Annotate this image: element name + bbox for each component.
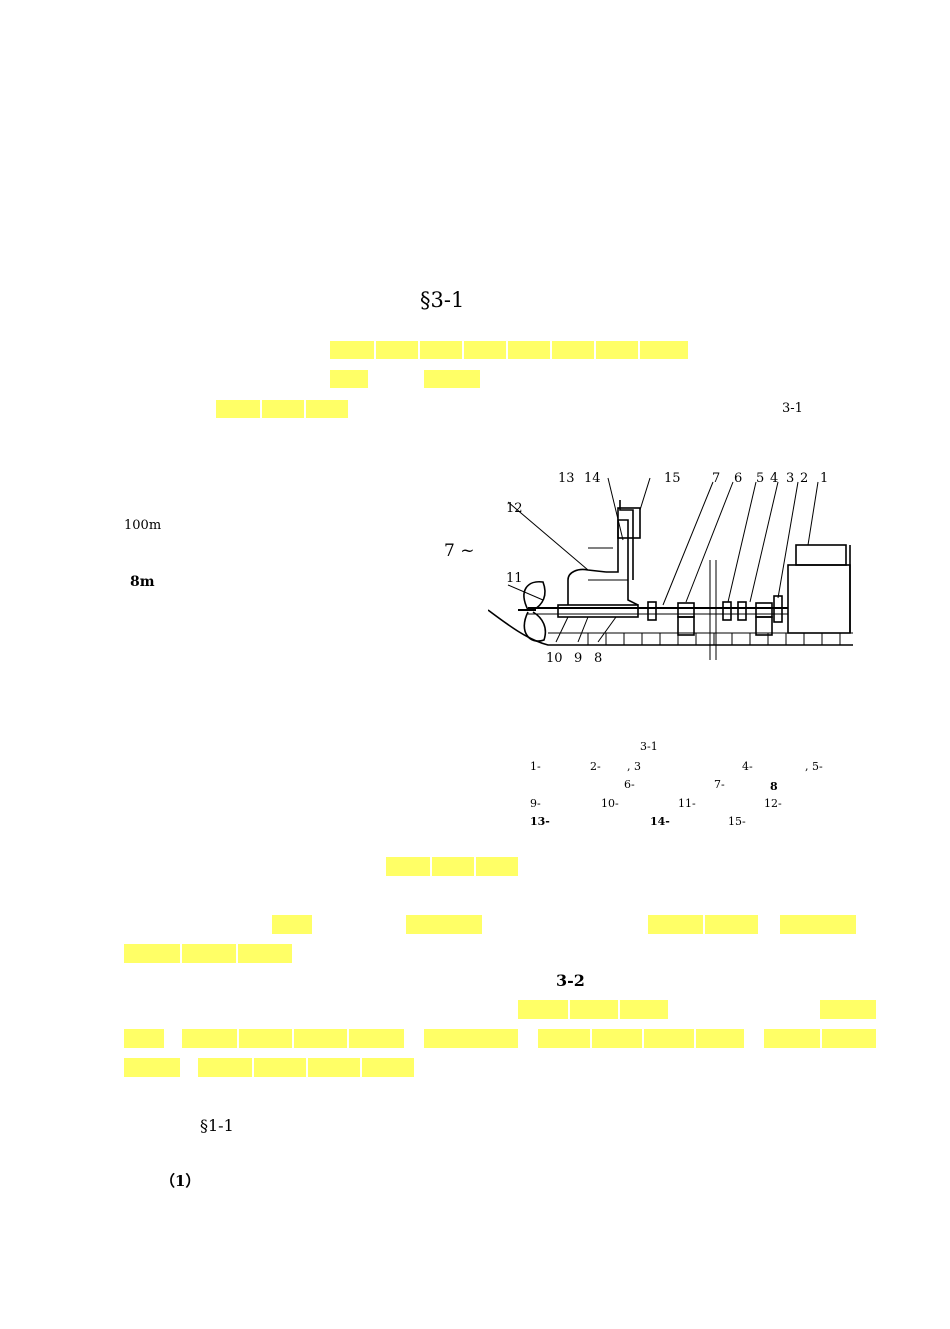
list-item-marker: （1） [160,1172,201,1190]
caption-item-1: 1- [530,760,541,773]
figure-label-14: 14 [584,471,601,486]
figure-caption-title: 3-1 [640,740,658,753]
figure-label-2: 2 [800,471,809,486]
highlight-block [182,1029,404,1048]
figure-reference-3-2: 3-2 [556,971,585,990]
caption-item-13: 13- [530,815,550,828]
highlight-block [124,1029,164,1048]
section-heading: §3-1 [420,288,465,312]
shafting-drawing [487,477,853,660]
highlight-block [424,370,480,388]
highlight-block [330,370,368,388]
highlight-block [124,944,292,963]
figure-label-4: 4 [770,471,779,486]
figure-label-5: 5 [756,471,765,486]
figure-label-3: 3 [786,471,795,486]
figure-label-10: 10 [546,651,563,666]
caption-item-12: 12- [764,797,782,810]
highlight-block [518,1000,668,1019]
caption-item-5: , 5- [805,760,823,773]
highlight-block [424,1029,518,1048]
caption-item-6: 6- [624,778,635,791]
margin-note-7: 7 ~ [444,541,475,561]
caption-item-11: 11- [678,797,696,810]
caption-item-2: 2- [590,760,601,773]
figure-label-13: 13 [558,471,575,486]
figure-label-7: 7 [712,471,721,486]
figure-label-9: 9 [574,651,583,666]
subsection-heading: §1-1 [200,1116,234,1135]
caption-item-8: 8 [770,780,778,793]
caption-item-10: 10- [601,797,619,810]
highlight-block [198,1058,414,1077]
highlight-block [764,1029,876,1048]
margin-note-8m: 8m [130,574,155,590]
figure-label-12: 12 [506,501,523,516]
figure-label-1: 1 [820,471,829,486]
shafting-diagram: 13 14 15 7 6 5 4 3 2 1 12 11 10 9 8 [487,460,868,690]
margin-note-100m: 100m [124,518,162,533]
figure-reference: 3-1 [782,401,803,416]
highlight-block [272,915,312,934]
caption-item-14: 14- [650,815,670,828]
highlight-block [216,400,348,418]
highlight-block [124,1058,180,1077]
figure-label-15: 15 [664,471,681,486]
highlight-block [406,915,482,934]
figure-label-11: 11 [506,571,523,586]
caption-item-9: 9- [530,797,541,810]
highlight-block [538,1029,744,1048]
highlight-block [386,857,518,876]
figure-label-8: 8 [594,651,603,666]
highlight-block [330,341,688,359]
figure-label-6: 6 [734,471,743,486]
caption-item-7: 7- [714,778,725,791]
highlight-block [780,915,856,934]
highlight-block [820,1000,876,1019]
caption-item-3: , 3 [627,760,641,773]
caption-item-4: 4- [742,760,753,773]
highlight-block [648,915,758,934]
caption-item-15: 15- [728,815,746,828]
